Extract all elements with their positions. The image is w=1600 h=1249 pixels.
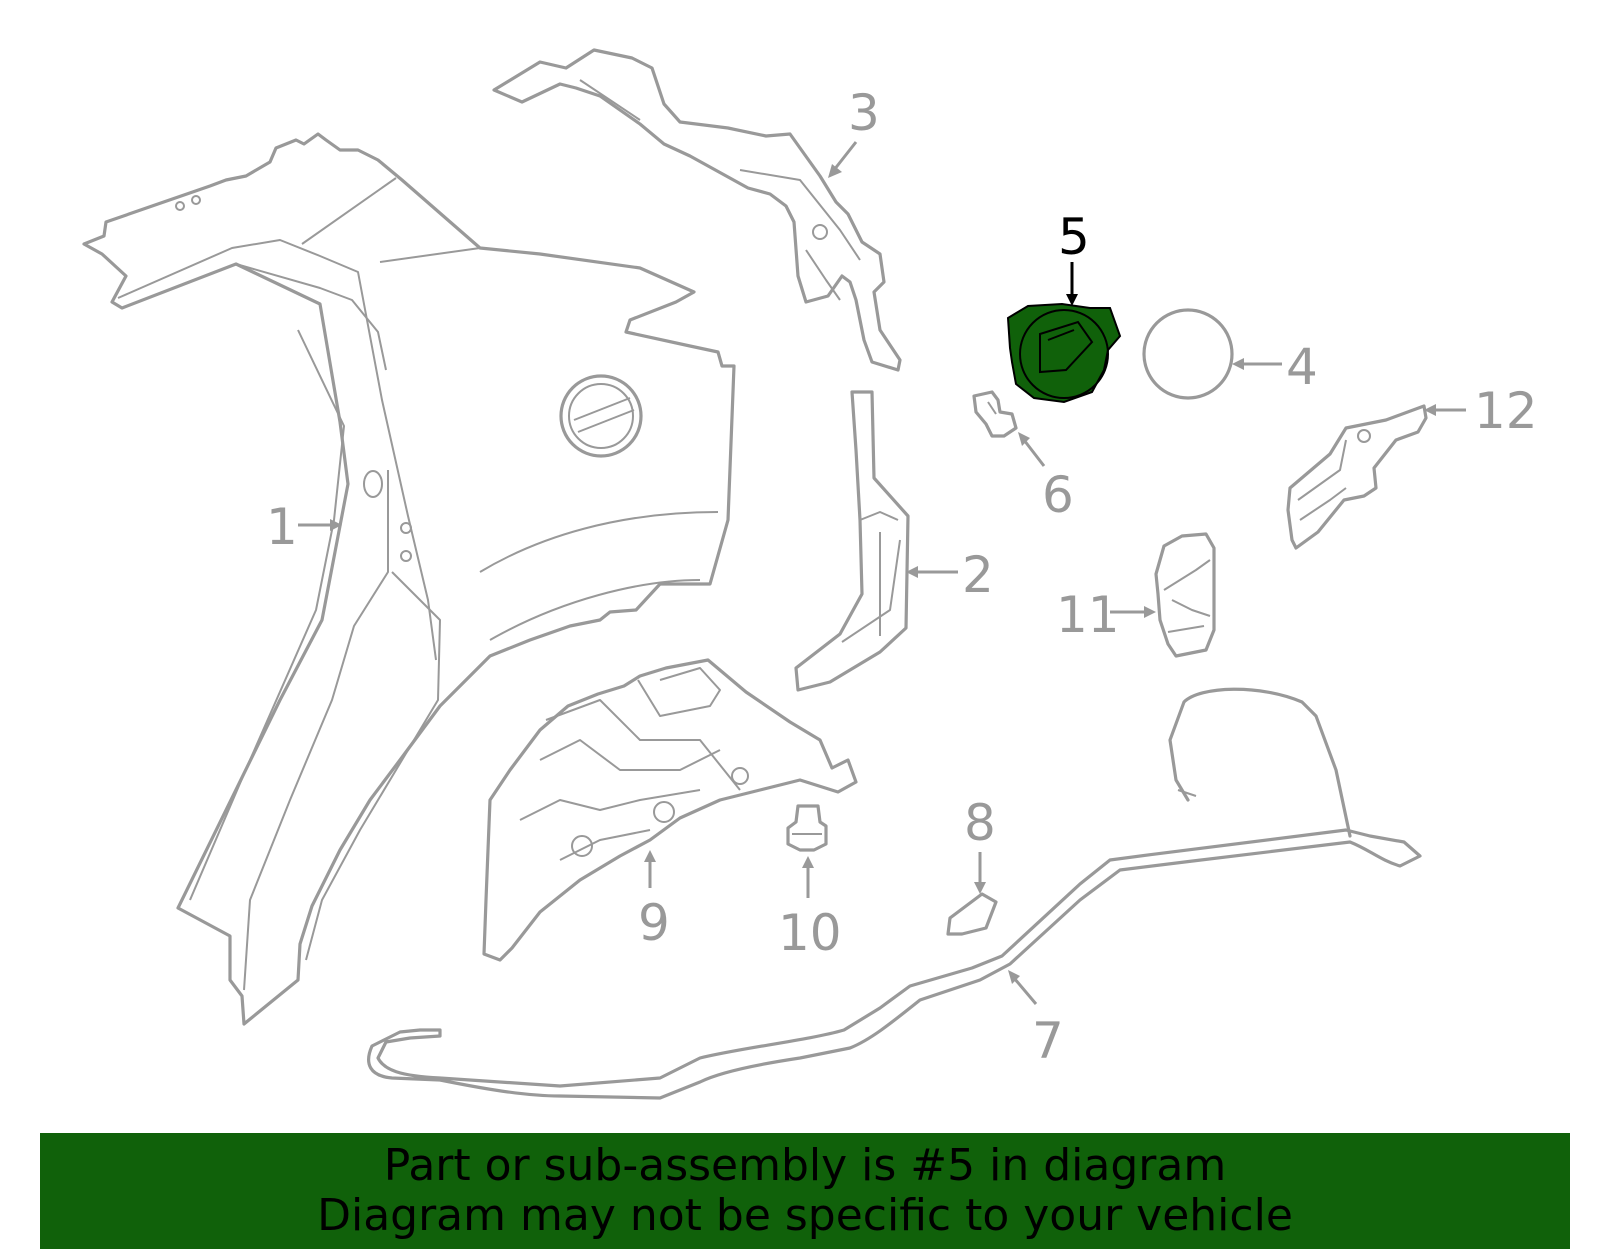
callout-label-12: 12 <box>1474 382 1538 440</box>
callout-label-7: 7 <box>1032 1012 1064 1070</box>
banner-line-1: Part or sub-assembly is #5 in diagram <box>383 1140 1227 1191</box>
part-8-cap <box>946 892 998 936</box>
callout-label-9: 9 <box>638 894 670 952</box>
callout-label-5: 5 <box>1058 208 1090 266</box>
callout-8: 8 <box>964 794 996 894</box>
part-9-wheelhouse-liner <box>482 658 858 962</box>
part-6-bolt <box>972 390 1018 438</box>
callout-label-8: 8 <box>964 794 996 852</box>
part-7-cable-upper-loop <box>1168 687 1352 838</box>
callout-4: 4 <box>1232 338 1318 396</box>
part-1-quarter-panel <box>82 132 736 1026</box>
part-2-fuel-pocket-bracket <box>794 390 910 692</box>
part-12-bracket <box>1286 404 1428 550</box>
callout-9: 9 <box>638 850 670 952</box>
part-3-upper-rail <box>492 48 902 372</box>
callout-label-3: 3 <box>848 84 880 142</box>
banner-line-2: Diagram may not be specific to your vehi… <box>317 1190 1293 1241</box>
callout-6: 6 <box>1018 432 1074 524</box>
callout-label-11: 11 <box>1056 586 1120 644</box>
callout-3: 3 <box>828 84 880 178</box>
callout-label-4: 4 <box>1286 338 1318 396</box>
part-10-clip <box>786 804 828 852</box>
part-5-fuel-filler-housing-highlighted <box>1006 302 1122 404</box>
part-7-release-cable <box>367 828 1422 1100</box>
callout-12: 12 <box>1424 382 1538 440</box>
callout-label-6: 6 <box>1042 466 1074 524</box>
callout-1: 1 <box>266 498 342 556</box>
callout-10: 10 <box>778 856 842 962</box>
callout-label-10: 10 <box>778 904 842 962</box>
info-banner: Part or sub-assembly is #5 in diagram Di… <box>40 1133 1570 1249</box>
part-4-gasket <box>1142 308 1234 400</box>
part-11-door-actuator <box>1154 532 1216 658</box>
callout-label-1: 1 <box>266 498 298 556</box>
callout-2: 2 <box>906 546 994 604</box>
callout-7: 7 <box>1008 970 1064 1070</box>
callout-5-highlighted: 5 <box>1058 208 1090 306</box>
callout-label-2: 2 <box>962 546 994 604</box>
callout-11: 11 <box>1056 586 1156 644</box>
